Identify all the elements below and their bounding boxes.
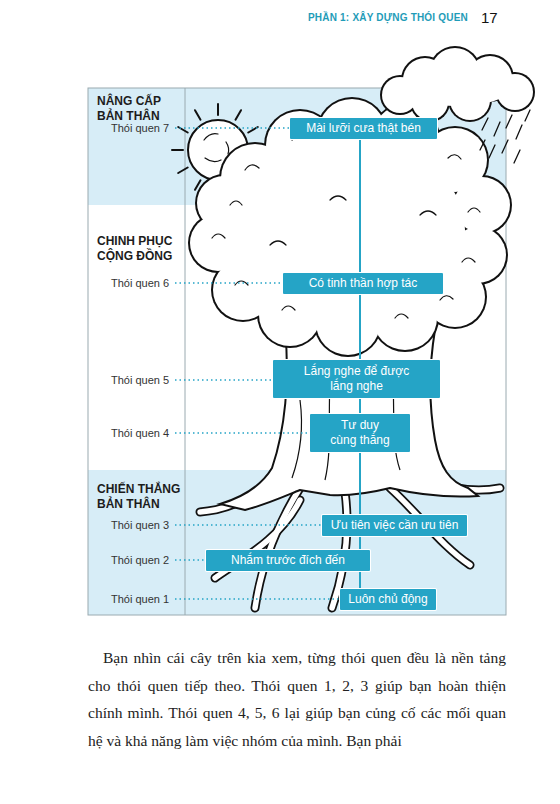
habit-box: Lắng nghe để được lắng nghe bbox=[273, 360, 440, 398]
tree-canopy-part bbox=[190, 99, 510, 355]
habit-box: Có tinh thần hợp tác bbox=[283, 273, 443, 294]
trunk-connector bbox=[359, 571, 361, 589]
sun-part bbox=[178, 168, 188, 174]
band-heading: NÂNG CẤP BẢN THÂN bbox=[97, 94, 189, 124]
tree-trunk-part bbox=[220, 330, 478, 510]
tree-canopy bbox=[188, 97, 512, 357]
leader-lines-part bbox=[175, 379, 279, 381]
rain-cloud-part bbox=[382, 48, 533, 120]
habit-name: Tư duy cùng thắng bbox=[328, 418, 392, 448]
habit-box: Mài lưỡi cưa thật bén bbox=[290, 118, 437, 139]
frame-part bbox=[88, 88, 506, 615]
tree-canopy-part-part bbox=[345, 124, 359, 128]
tree-canopy-part-part bbox=[448, 155, 461, 159]
habit-name: Ưu tiên việc cần ưu tiên bbox=[330, 518, 459, 533]
page-number: 17 bbox=[481, 9, 498, 26]
tree-canopy-part-part bbox=[270, 241, 286, 245]
habit-box: Nhắm trước đích đến bbox=[206, 550, 370, 571]
leader-lines-part bbox=[175, 559, 212, 561]
tree-canopy-part-part bbox=[390, 210, 470, 290]
rain-cloud-part-part bbox=[514, 150, 520, 163]
tree-canopy-part-part bbox=[440, 296, 453, 300]
tree-canopy-part-part bbox=[395, 314, 408, 318]
tree-canopy-part-part bbox=[230, 201, 242, 205]
band-heading: CHINH PHỤC CỘNG ĐỒNG bbox=[97, 234, 189, 264]
habit-number: Thói quen 7 bbox=[111, 121, 169, 135]
frame bbox=[88, 88, 506, 615]
tree-canopy-part-part bbox=[462, 258, 475, 262]
trunk-connector bbox=[359, 536, 361, 550]
tree-canopy-part-part bbox=[468, 208, 480, 212]
band-heading: CHIẾN THẮNG BẢN THÂN bbox=[97, 482, 189, 512]
habit-number: Thói quen 1 bbox=[111, 592, 169, 606]
leader-lines-part bbox=[175, 432, 316, 434]
connectors bbox=[360, 139, 361, 589]
habit-number: Thói quen 5 bbox=[111, 373, 169, 387]
habit-name: Nhắm trước đích đến bbox=[214, 553, 362, 568]
rain-cloud-part-part bbox=[408, 74, 508, 106]
tree-roots-part-part bbox=[332, 492, 347, 608]
tree-roots-part-part bbox=[215, 500, 300, 578]
sun-part bbox=[204, 134, 229, 162]
rain-cloud-part-part bbox=[506, 115, 512, 128]
body-paragraph: Bạn nhìn cái cây trên kia xem, từng thói… bbox=[88, 644, 506, 754]
tree-trunk-part bbox=[292, 370, 400, 480]
rain-cloud-part-part bbox=[480, 140, 485, 150]
habit-box: Tư duy cùng thắng bbox=[310, 414, 410, 452]
habit-box: Ưu tiên việc cần ưu tiên bbox=[322, 515, 467, 536]
habit-number: Thói quen 2 bbox=[111, 553, 169, 567]
leader-lines-part bbox=[175, 282, 289, 284]
sun-part bbox=[172, 149, 183, 151]
tree-canopy-part bbox=[212, 124, 480, 318]
habit-name: Lắng nghe để được lắng nghe bbox=[299, 364, 414, 394]
tree-canopy-part bbox=[188, 97, 512, 357]
rain-cloud-part-part bbox=[516, 125, 522, 139]
habit-name: Có tinh thần hợp tác bbox=[291, 276, 435, 291]
frame-part bbox=[185, 88, 186, 615]
rain-cloud-part-part bbox=[489, 145, 495, 158]
tree-trunk bbox=[220, 330, 478, 510]
habit-box: Luôn chủ động bbox=[340, 589, 436, 610]
tree-roots-part-part bbox=[390, 488, 470, 565]
habit-name: Mài lưỡi cưa thật bén bbox=[298, 121, 429, 136]
habit-number: Thói quen 3 bbox=[111, 518, 169, 532]
leader-lines bbox=[175, 128, 346, 599]
leader-lines-part bbox=[175, 598, 346, 600]
tree-canopy-part-part bbox=[230, 210, 310, 290]
rain-cloud-part-part bbox=[525, 110, 530, 121]
rain-cloud-part bbox=[480, 110, 530, 163]
tree-roots-part-part bbox=[390, 488, 470, 565]
sun-part bbox=[236, 110, 242, 120]
leader-lines-part bbox=[175, 127, 296, 129]
tree-canopy-part-part bbox=[212, 234, 225, 238]
habit-number: Thói quen 4 bbox=[111, 426, 169, 440]
rain-cloud-part bbox=[380, 46, 535, 122]
sun-part bbox=[217, 104, 219, 115]
rain-cloud-part-part bbox=[482, 118, 488, 130]
trunk-connector bbox=[359, 452, 361, 515]
tree-roots-part-part bbox=[332, 492, 347, 608]
rain-cloud-part-part bbox=[494, 122, 500, 136]
running-header: PHẦN 1: XÂY DỰNG THÓI QUEN bbox=[308, 12, 468, 23]
sun-part bbox=[195, 110, 201, 120]
tree-canopy-part-part bbox=[245, 165, 259, 170]
rain-cloud bbox=[380, 46, 535, 163]
leader-lines-part bbox=[175, 524, 328, 526]
habit-number: Thói quen 6 bbox=[111, 276, 169, 290]
rain-cloud-part-part bbox=[502, 140, 508, 153]
tree-canopy-part-part bbox=[330, 196, 346, 200]
habit-name: Luôn chủ động bbox=[348, 592, 428, 607]
trunk-connector bbox=[359, 398, 361, 414]
tree-canopy-part-part bbox=[235, 281, 248, 285]
trunk-connector bbox=[359, 294, 361, 360]
tree-canopy-part-part bbox=[292, 136, 307, 140]
tree-canopy-part-part bbox=[282, 306, 295, 310]
trunk-connector bbox=[359, 139, 361, 273]
tree-canopy-part-part bbox=[420, 211, 436, 215]
